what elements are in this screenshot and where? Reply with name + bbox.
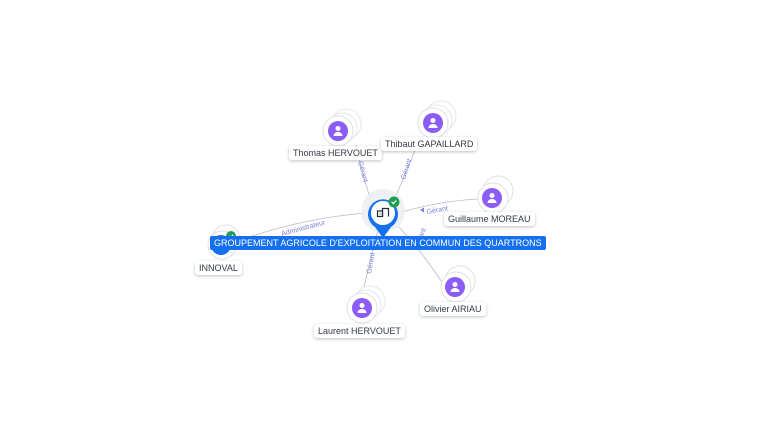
person-icon: [450, 282, 460, 292]
person-label-thomas[interactable]: Thomas HERVOUET: [289, 146, 382, 160]
person-label-guillaume[interactable]: Guillaume MOREAU: [444, 212, 535, 226]
center-company-label[interactable]: GROUPEMENT AGRICOLE D'EXPLOITATION EN CO…: [210, 236, 546, 250]
person-icon: [487, 193, 497, 203]
person-icon: [428, 118, 438, 128]
person-label-laurent[interactable]: Laurent HERVOUET: [314, 324, 405, 338]
edge-guillaume: [401, 198, 479, 213]
person-node-thomas[interactable]: [322, 108, 362, 147]
edge-label-thibaut: Gérant: [400, 158, 413, 181]
edge-olivier: [397, 225, 446, 288]
edge-label-thomas: Gérant: [356, 161, 369, 184]
person-icon: [357, 303, 367, 313]
edge-label-guillaume: Gérant: [426, 205, 448, 216]
verified-check-icon: [388, 196, 400, 208]
person-label-thibaut[interactable]: Thibaut GAPAILLARD: [381, 137, 478, 151]
center-company-node[interactable]: [361, 189, 405, 238]
person-icon: [333, 126, 343, 136]
edges: [231, 137, 479, 296]
company-icon: [376, 207, 390, 218]
person-node-laurent[interactable]: [346, 285, 386, 324]
company-label-innoval[interactable]: INNOVAL: [195, 261, 242, 275]
edge-label-laurent: Gérant: [366, 252, 377, 274]
person-node-thibaut[interactable]: [417, 100, 457, 139]
edge-arrow: [420, 207, 424, 213]
person-node-guillaume[interactable]: [477, 175, 514, 214]
person-node-olivier[interactable]: [440, 265, 476, 303]
person-label-olivier[interactable]: Olivier AIRIAU: [420, 302, 486, 316]
